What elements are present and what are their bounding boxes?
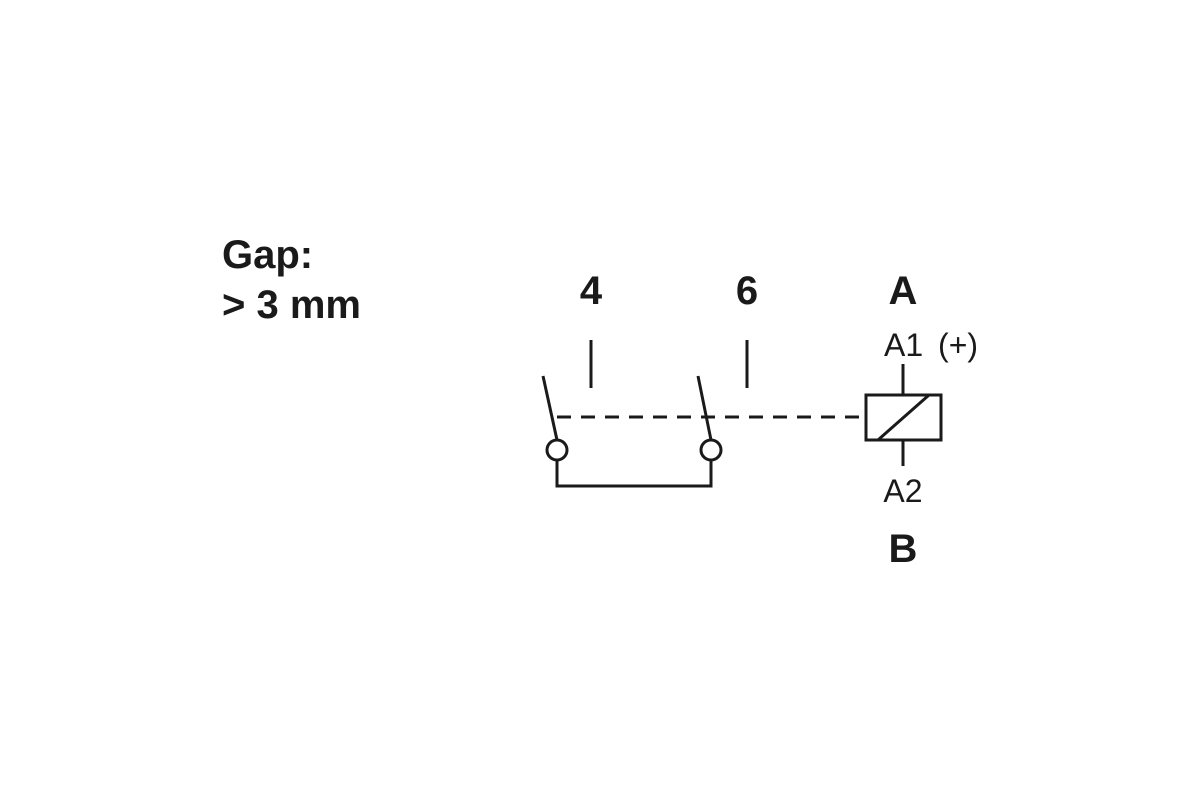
- switch-blade-right: [696, 375, 713, 441]
- terminal-label-4: 4: [580, 269, 603, 313]
- coil-terminal-a2: A2: [883, 473, 922, 509]
- switch-blade-left: [541, 375, 559, 441]
- coil-diagonal: [877, 393, 930, 442]
- pivot-left: [545, 438, 569, 462]
- gap-note: Gap: > 3 mm: [222, 230, 361, 330]
- gap-value: > 3 mm: [222, 283, 361, 327]
- pivot-right: [699, 438, 723, 462]
- bridge-wire: [555, 460, 713, 488]
- coil-terminal-a1: A1 (+): [884, 327, 978, 363]
- coil-label-b: B: [889, 527, 918, 571]
- relay-coil: [864, 393, 943, 442]
- polarity-text: (+): [938, 327, 978, 363]
- terminal-a1-text: A1: [884, 327, 923, 363]
- terminal-label-6: 6: [736, 269, 758, 313]
- gap-label: Gap:: [222, 233, 314, 277]
- coil-label-a: A: [889, 269, 918, 313]
